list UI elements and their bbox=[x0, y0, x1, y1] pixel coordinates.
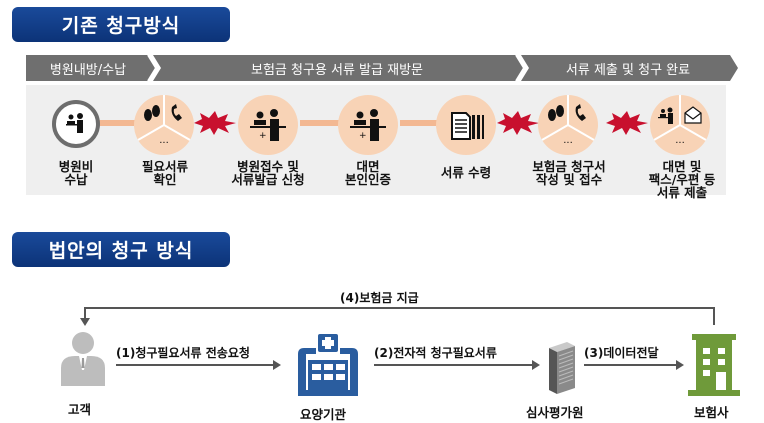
payment-line-left bbox=[84, 307, 86, 321]
step-icon-payment bbox=[52, 100, 100, 148]
edge-label-request: (1)청구필요서류 전송요청 bbox=[116, 346, 250, 360]
legacy-method-title: 기존 청구방식 bbox=[12, 7, 230, 42]
phase-submit-complete: 서류 제출 및 청구 완료 bbox=[565, 62, 691, 78]
insurer-building-icon bbox=[688, 334, 740, 396]
payment-line-top bbox=[84, 307, 714, 309]
node-review-agency-label: 심사평가원 bbox=[526, 405, 584, 420]
svg-text:...: ... bbox=[159, 135, 169, 146]
phase-hospital-visit: 병원내방/수납 bbox=[49, 62, 127, 78]
reception-desk-icon: + bbox=[350, 109, 386, 141]
pain-point-burst-icon bbox=[606, 111, 648, 135]
documents-icon bbox=[451, 112, 484, 140]
node-insurer-label: 보험사 bbox=[694, 405, 729, 420]
reception-desk-icon: + bbox=[250, 109, 286, 141]
customer-person-icon bbox=[61, 332, 105, 386]
arrow-right-icon bbox=[532, 360, 540, 370]
svg-text:...: ... bbox=[675, 135, 685, 146]
svg-text:+: + bbox=[359, 131, 367, 141]
phase-chevrons bbox=[26, 55, 738, 81]
svg-text:...: ... bbox=[563, 135, 573, 146]
hospital-building-icon bbox=[298, 334, 358, 396]
node-customer-label: 고객 bbox=[68, 402, 92, 417]
step-icon-claim-form: ... bbox=[538, 95, 598, 155]
edge-label-data-transfer: (3)데이터전달 bbox=[584, 346, 659, 360]
step-icon-receive-docs bbox=[436, 95, 496, 155]
arrow-right-icon bbox=[273, 360, 281, 370]
edge-label-payment: (4)보험금 지급 bbox=[340, 291, 419, 305]
server-icon bbox=[549, 342, 575, 394]
node-hospital-label: 요양기관 bbox=[300, 407, 347, 422]
payment-line-right bbox=[713, 307, 715, 325]
step-icon-submit: ... bbox=[650, 95, 710, 155]
step-label-receive-docs: 서류 수령 bbox=[440, 165, 492, 180]
connector bbox=[96, 120, 136, 126]
step-icon-check-docs: ... bbox=[134, 95, 194, 155]
step-icon-identity: + bbox=[338, 95, 398, 155]
visit-phone-other-icon: ... bbox=[541, 95, 595, 146]
desk-mail-other-icon: ... bbox=[653, 95, 707, 146]
connector bbox=[400, 120, 440, 126]
svg-text:+: + bbox=[259, 131, 267, 141]
arrow-down-icon bbox=[80, 318, 90, 326]
connector bbox=[300, 120, 340, 126]
edge-line-electronic-docs bbox=[374, 364, 534, 366]
edge-line-request bbox=[116, 364, 276, 366]
step-icon-reception: + bbox=[238, 95, 298, 155]
new-method-title: 법안의 청구 방식 bbox=[12, 232, 230, 267]
phase-bar: 병원내방/수납 보험금 청구용 서류 발급 재방문 서류 제출 및 청구 완료 bbox=[26, 55, 738, 81]
edge-line-data-transfer bbox=[584, 364, 678, 366]
pain-point-burst-icon bbox=[497, 111, 539, 135]
pain-point-burst-icon bbox=[194, 111, 236, 135]
phase-revisit-docs: 보험금 청구용 서류 발급 재방문 bbox=[250, 62, 423, 78]
receptionist-icon bbox=[66, 113, 83, 133]
edge-label-electronic-docs: (2)전자적 청구필요서류 bbox=[374, 346, 497, 360]
visit-phone-other-icon: ... bbox=[137, 95, 191, 146]
arrow-right-icon bbox=[676, 360, 684, 370]
